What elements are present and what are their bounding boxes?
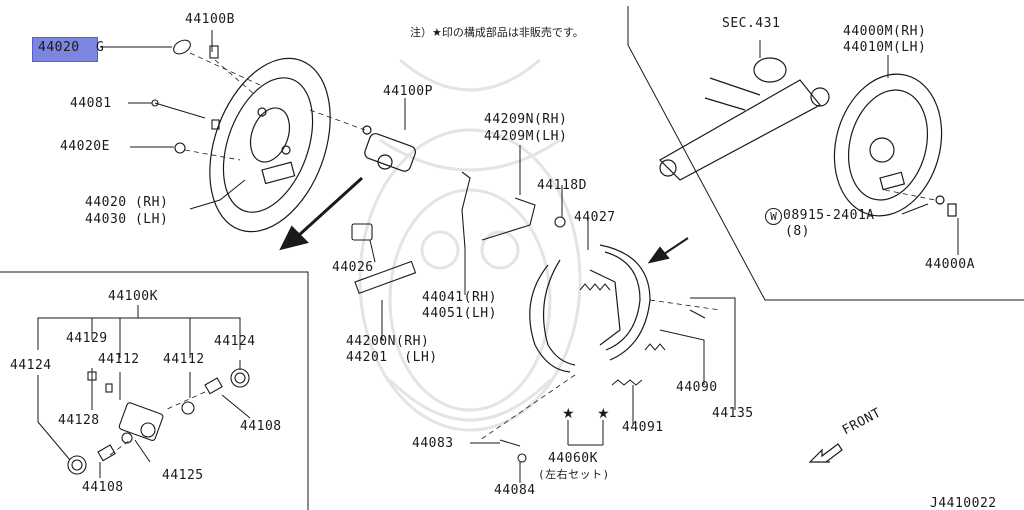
wheel-cylinder [362,125,417,172]
part-label-44084[interactable]: 44084 [494,483,536,498]
part-label-44108-right[interactable]: 44108 [240,419,282,434]
part-label-44118D[interactable]: 44118D [537,178,587,193]
part-label-44135[interactable]: 44135 [712,406,754,421]
part-label-44128[interactable]: 44128 [58,413,100,428]
part-label-44112-right[interactable]: 44112 [163,352,205,367]
inset-cylinder-parts [67,368,250,475]
diagram-ref-number: J4410022 [930,496,997,510]
direction-arrow [279,176,364,251]
brake-shoes [529,244,651,373]
part-label-44000M[interactable]: 44000M(RH) [843,24,927,39]
axle-assembly [659,57,830,181]
part-label-44020E[interactable]: 44020E [60,139,110,154]
panel-frames [0,6,1024,510]
part-label-44020G[interactable]: 44020 [38,40,80,55]
part-label-44100B[interactable]: 44100B [185,12,235,27]
assembly-lines [109,52,936,456]
svg-text:★: ★ [597,406,610,422]
part-label-44201[interactable]: 44201 (LH) [346,350,438,365]
springs [499,283,706,447]
part-label-44010M[interactable]: 44010M(LH) [843,40,927,55]
brake-drum [833,73,957,217]
part-label-44081[interactable]: 44081 [70,96,112,111]
part-label-44041[interactable]: 44041(RH) [422,290,497,305]
part-label-44124-right[interactable]: 44124 [214,334,256,349]
front-arrow [808,443,843,463]
part-label-44209M[interactable]: 44209M(LH) [484,129,568,144]
part-label-44125[interactable]: 44125 [162,468,204,483]
leader-lines [37,30,959,483]
small-parts-top-left [151,39,220,154]
part-label-44020G-suffix[interactable]: G [96,40,105,55]
part-label-44100K[interactable]: 44100K [108,289,158,304]
part-label-44020[interactable]: 44020 (RH) [85,195,169,210]
shoe-arrow [647,237,689,264]
part-label-44129[interactable]: 44129 [66,331,108,346]
backing-plate [209,57,331,233]
part-highlight [32,37,98,62]
part-label-44124-left[interactable]: 44124 [10,358,52,373]
svg-text:★: ★ [562,406,575,422]
part-label-44091[interactable]: 44091 [622,420,664,435]
part-label-44200N[interactable]: 44200N(RH) [346,334,430,349]
part-label-08915[interactable]: 08915-2401A [783,208,875,223]
part-label-44000A[interactable]: 44000A [925,257,975,272]
part-label-44108-bottom[interactable]: 44108 [82,480,124,495]
non-sale-note: 注）★印の構成部品は非販売です。 [410,26,584,39]
part-label-44051[interactable]: 44051(LH) [422,306,497,321]
washer-symbol: W [765,208,782,225]
part-label-44112-left[interactable]: 44112 [98,352,140,367]
part-label-44083[interactable]: 44083 [412,436,454,451]
part-label-44060K-sub: (左右セット) [538,468,610,481]
part-label-44100P[interactable]: 44100P [383,84,433,99]
adjuster-levers [351,171,566,463]
part-label-44027[interactable]: 44027 [574,210,616,225]
part-label-44209N[interactable]: 44209N(RH) [484,112,568,127]
section-label-431[interactable]: SEC.431 [722,16,781,31]
part-label-44060K[interactable]: 44060K [548,451,598,466]
non-sale-stars: ★ ★ [562,406,610,422]
part-label-44030[interactable]: 44030 (LH) [85,212,169,227]
watermark-emblem [358,58,582,432]
part-label-44026[interactable]: 44026 [332,260,374,275]
part-qty-08915: (8) [785,224,810,239]
part-label-44090[interactable]: 44090 [676,380,718,395]
